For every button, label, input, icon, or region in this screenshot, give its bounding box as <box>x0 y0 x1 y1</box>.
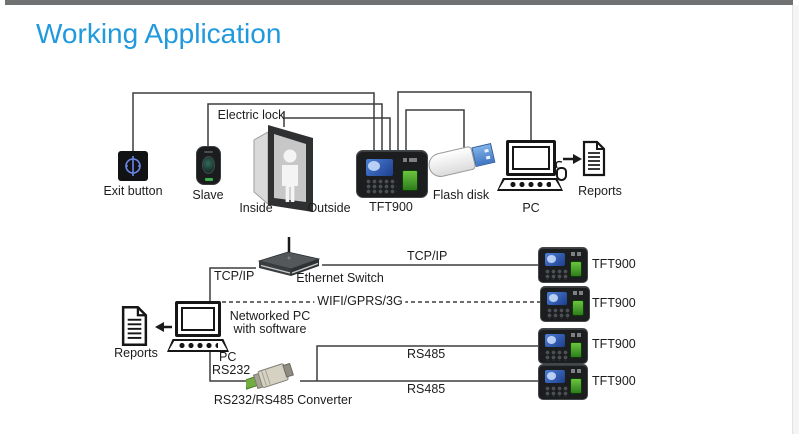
tcpip-right-label: TCP/IP <box>407 249 448 263</box>
door-graphic <box>253 125 313 212</box>
top-divider-bar <box>5 0 793 5</box>
fingerprint-sensor <box>570 261 582 277</box>
slave-speaker <box>204 151 213 153</box>
person-silhouette <box>282 149 298 202</box>
rs485-top-label: RS485 <box>407 347 446 361</box>
tft900-terminal-1 <box>538 247 588 283</box>
flash-disk-body <box>426 145 477 180</box>
slave-sensor <box>202 156 215 174</box>
outside-label: Outside <box>307 201 351 215</box>
arrow-right-head <box>573 154 582 164</box>
pc-lower-label: PC <box>219 350 237 364</box>
ethernet-switch-device <box>257 251 321 276</box>
terminal-buttons <box>571 252 581 256</box>
tft900-label-1: TFT900 <box>592 257 636 271</box>
reports-document-icon <box>582 140 606 177</box>
terminal-keypad <box>547 308 570 319</box>
tft900-label-2: TFT900 <box>592 296 636 310</box>
slave-reader-device <box>196 146 221 185</box>
networked-pc-keyboard <box>167 339 229 352</box>
tft900-label-3: TFT900 <box>592 337 636 351</box>
fingerprint-sensor <box>570 378 582 394</box>
terminal-keypad <box>545 269 568 280</box>
rs232-rs485-converter-device <box>246 362 294 390</box>
tft900-terminal-main <box>356 150 428 198</box>
tft900-main-label: TFT900 <box>369 200 413 214</box>
converter-label: RS232/RS485 Converter <box>213 393 353 407</box>
pc-mouse <box>556 167 567 181</box>
exit-button-label: Exit button <box>103 184 163 198</box>
rs485-bottom-label: RS485 <box>407 382 446 396</box>
fingerprint-sensor <box>570 342 582 358</box>
terminal-keypad <box>545 386 568 397</box>
fingerprint-sensor <box>572 300 584 316</box>
pc-keyboard <box>497 178 563 191</box>
tft900-terminal-3 <box>538 328 588 364</box>
ethernet-switch-label: Ethernet Switch <box>296 271 384 285</box>
tft900-label-4: TFT900 <box>592 374 636 388</box>
wire-tft900-to-flash <box>405 109 465 150</box>
terminal-screen <box>545 334 565 347</box>
slave-led <box>205 178 213 181</box>
pc-screen <box>512 146 550 170</box>
flash-disk-label: Flash disk <box>432 188 490 202</box>
exit-button-device <box>118 151 148 181</box>
networked-pc-label-line2: with software <box>233 322 307 336</box>
electric-lock-label: Electric lock <box>217 108 285 122</box>
tft900-terminal-2 <box>540 286 590 322</box>
terminal-buttons <box>571 333 581 337</box>
flash-disk-usb-connector <box>471 143 496 168</box>
reports-upper-label: Reports <box>578 184 622 198</box>
rs232-label: RS232 <box>212 363 251 377</box>
terminal-screen <box>547 292 567 305</box>
exit-button-icon <box>125 156 141 176</box>
flash-disk-device <box>426 140 498 181</box>
tft900-terminal-4 <box>538 364 588 400</box>
networked-pc-monitor <box>175 301 221 337</box>
page-title: Working Application <box>36 18 282 49</box>
pc-monitor <box>506 140 556 176</box>
terminal-buttons <box>573 291 583 295</box>
tcpip-left-label: TCP/IP <box>214 269 255 283</box>
networked-pc-label-line1: Networked PC <box>229 309 311 323</box>
terminal-buttons <box>571 369 581 373</box>
networked-pc-screen <box>181 307 215 331</box>
terminal-keypad <box>366 179 397 194</box>
arrow-left-head <box>155 322 164 332</box>
wifi-gprs-3g-label: WIFI/GPRS/3G <box>314 294 406 309</box>
reports-lower-label: Reports <box>114 346 158 360</box>
terminal-screen <box>545 370 565 383</box>
terminal-keypad <box>545 350 568 361</box>
reports-document-icon-lower <box>121 306 148 346</box>
fingerprint-sensor <box>402 170 418 191</box>
terminal-buttons <box>403 158 417 162</box>
slave-label: Slave <box>192 188 224 202</box>
right-margin-strip <box>792 5 799 434</box>
inside-label: Inside <box>239 201 273 215</box>
pc-upper-label: PC <box>522 201 540 215</box>
terminal-screen <box>545 253 565 266</box>
terminal-screen <box>366 159 393 176</box>
